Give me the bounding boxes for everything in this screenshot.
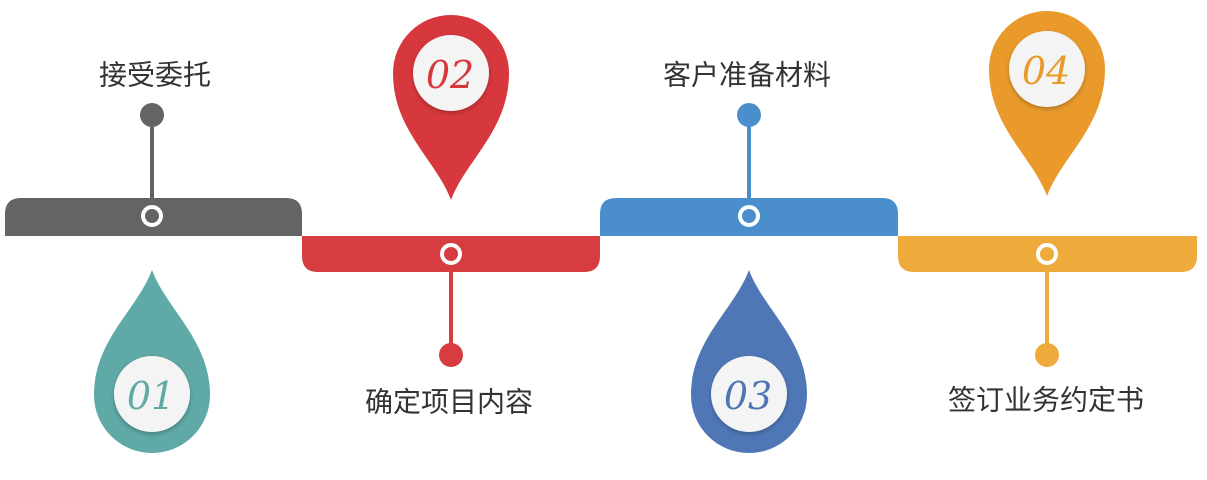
step-label-4: 签订业务约定书 [948, 384, 1144, 417]
step-label-3: 客户准备材料 [663, 59, 831, 92]
bar-marker-2 [440, 243, 462, 265]
badge-inner-circle-4 [1009, 31, 1085, 107]
step-number-2: 02 [426, 53, 474, 97]
step-label-2: 确定项目内容 [365, 386, 533, 419]
badge-pin-4: 04 [989, 11, 1105, 196]
step-number-3: 03 [724, 374, 772, 418]
badge-drop-1: 01 [94, 270, 210, 453]
badge-drop-3: 03 [691, 270, 807, 453]
step-1: 接受委托 01 [5, 59, 302, 453]
pin-dot-3 [737, 103, 761, 127]
bar-marker-4 [1036, 243, 1058, 265]
bar-marker-1 [141, 205, 163, 227]
step-number-1: 01 [127, 374, 175, 418]
step-number-4: 04 [1022, 49, 1070, 93]
step-label-1: 接受委托 [99, 59, 211, 92]
pin-dot-1 [140, 103, 164, 127]
step-2: 确定项目内容 02 [302, 14, 600, 419]
badge-inner-circle-3 [711, 356, 787, 432]
step-4: 签订业务约定书 04 [898, 11, 1197, 417]
step-3: 客户准备材料 03 [600, 59, 898, 453]
pin-dot-2 [439, 343, 463, 367]
badge-inner-circle-1 [114, 356, 190, 432]
badge-inner-circle-2 [413, 35, 489, 111]
pin-dot-4 [1035, 343, 1059, 367]
bar-marker-3 [738, 205, 760, 227]
badge-pin-2: 02 [393, 14, 510, 201]
